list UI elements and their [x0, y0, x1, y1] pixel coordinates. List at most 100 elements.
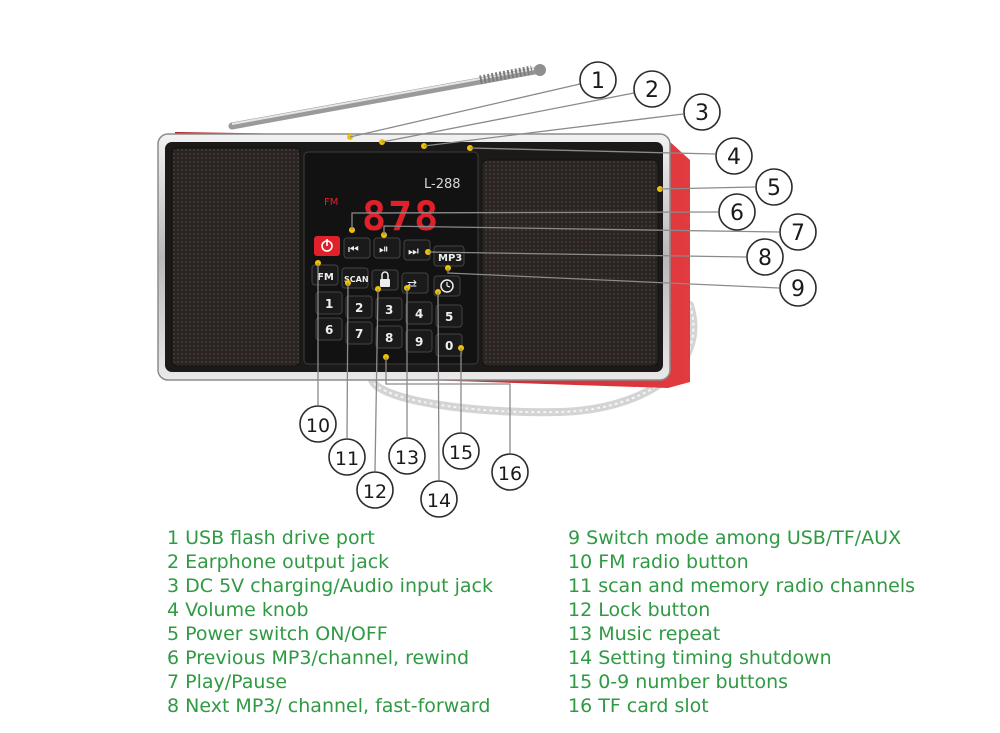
callout-number: 7 — [791, 221, 805, 246]
previous-button[interactable]: ⏮ — [343, 237, 371, 259]
callout-badge: 2 — [633, 70, 671, 108]
number-key[interactable]: 4 — [405, 301, 433, 325]
display-digits: 878 — [362, 194, 440, 240]
number-key[interactable]: 6 — [315, 317, 343, 341]
legend-item: 10 FM radio button — [568, 551, 749, 573]
legend-item: 15 0-9 number buttons — [568, 671, 789, 693]
number-key[interactable]: 7 — [345, 321, 373, 345]
leader-line — [349, 83, 581, 138]
fm-button[interactable]: FM — [311, 264, 339, 286]
legend-item: 6 Previous MP3/channel, rewind — [167, 647, 470, 669]
number-key[interactable]: 1 — [315, 291, 343, 315]
power-button[interactable] — [314, 236, 340, 256]
callout-badge: 11 — [328, 438, 366, 476]
antenna — [228, 64, 546, 130]
callout-number: 10 — [306, 415, 330, 437]
leader-line — [381, 92, 635, 143]
legend-item: 11 scan and memory radio channels — [568, 575, 916, 597]
callout-number: 11 — [335, 448, 359, 470]
fm-label: FM — [317, 272, 334, 283]
callout-badge: 9 — [779, 269, 817, 307]
leader-line — [447, 268, 780, 289]
callout-number: 8 — [758, 246, 772, 271]
number-key-label: 9 — [415, 335, 423, 349]
play-pause-button[interactable]: ⏯ — [373, 237, 401, 259]
previous-icon: ⏮ — [348, 242, 359, 256]
number-key[interactable]: 9 — [405, 329, 433, 353]
legend-item: 4 Volume knob — [167, 599, 309, 621]
legend-item: 14 Setting timing shutdown — [568, 647, 832, 669]
leader-line — [469, 147, 716, 155]
clock-icon — [440, 279, 454, 293]
number-key-label: 1 — [325, 297, 333, 311]
legend-item: 3 DC 5V charging/Audio input jack — [167, 575, 493, 597]
number-key-label: 2 — [355, 301, 363, 315]
number-key-label: 5 — [445, 310, 453, 324]
number-key[interactable]: 2 — [345, 295, 373, 319]
leader-line — [383, 225, 780, 235]
leader-line — [374, 288, 379, 472]
callout-number: 15 — [449, 442, 473, 464]
number-key-label: 4 — [415, 307, 423, 321]
callout-badge: 13 — [388, 437, 426, 475]
callout-badge: 5 — [755, 168, 793, 206]
mp3-mode-button[interactable]: MP3 — [433, 245, 465, 267]
scan-label: SCAN — [344, 275, 369, 284]
callout-badge: 14 — [420, 480, 458, 518]
display-band: FM — [324, 197, 338, 208]
play-pause-icon: ⏯ — [379, 242, 389, 256]
model-label: L-288 — [424, 177, 461, 192]
callout-badge: 16 — [491, 453, 529, 491]
left-speaker — [171, 147, 301, 367]
number-key-label: 0 — [445, 339, 453, 353]
legend-item: 8 Next MP3/ channel, fast-forward — [167, 695, 491, 717]
repeat-icon: ⇄ — [407, 277, 417, 291]
leader-line — [346, 282, 349, 439]
legend-right-column: 9 Switch mode among USB/TF/AUX 10 FM rad… — [568, 526, 915, 718]
callout-number: 9 — [791, 277, 805, 302]
number-key[interactable]: 3 — [375, 297, 403, 321]
mp3-label: MP3 — [438, 253, 462, 264]
callout-badge: 6 — [718, 193, 756, 231]
number-key[interactable]: 8 — [375, 325, 403, 349]
callout-badge: 10 — [299, 405, 337, 443]
callout-badge: 1 — [579, 61, 617, 99]
callout-number: 14 — [427, 490, 451, 512]
callout-badge: 3 — [683, 93, 721, 131]
legend-item: 1 USB flash drive port — [167, 527, 375, 549]
callout-badge: 15 — [442, 432, 480, 470]
lock-button[interactable] — [371, 269, 399, 291]
leader-lines — [317, 83, 780, 481]
lock-icon — [380, 271, 390, 287]
callout-number: 16 — [498, 463, 522, 485]
callout-badge: 7 — [779, 213, 817, 251]
callout-badge: 12 — [356, 471, 394, 509]
leader-line — [351, 211, 719, 230]
legend-left-column: 1 USB flash drive port 2 Earphone output… — [167, 526, 493, 718]
callout-number: 5 — [767, 176, 781, 201]
leader-line — [659, 186, 756, 190]
right-speaker — [481, 159, 659, 367]
number-key[interactable]: 0 — [435, 333, 463, 357]
callout-number: 2 — [645, 78, 659, 103]
legend-item: 13 Music repeat — [568, 623, 721, 645]
number-key[interactable]: 5 — [435, 304, 463, 328]
callout-number: 4 — [727, 145, 741, 170]
leader-line — [437, 291, 440, 481]
callout-number: 1 — [591, 69, 605, 94]
legend-item: 9 Switch mode among USB/TF/AUX — [568, 527, 902, 549]
leader-line — [427, 251, 747, 258]
callout-number: 13 — [395, 447, 419, 469]
callout-number: 3 — [695, 101, 709, 126]
next-icon: ⏭ — [408, 244, 419, 258]
leader-line — [423, 113, 684, 147]
legend-item: 5 Power switch ON/OFF — [167, 623, 388, 645]
legend-item: 16 TF card slot — [568, 695, 709, 717]
callout-badge: 8 — [746, 238, 784, 276]
leader-line — [385, 357, 511, 453]
number-key-label: 3 — [385, 303, 393, 317]
callout-number: 12 — [363, 481, 387, 503]
